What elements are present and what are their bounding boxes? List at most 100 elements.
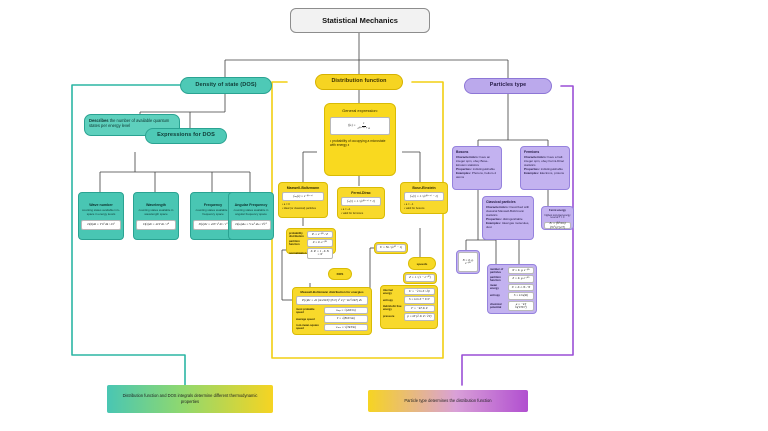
distribution-side-note-partition[interactable]: Z = 1 / (1 − e⁻ᵝᴱ) (403, 272, 437, 284)
formula-table: probability distribution Pᵢ = e⁻ᵝᴱⁱ / Z … (289, 231, 333, 259)
dos-card-angular-frequency[interactable]: Angular Frequency counting states availa… (228, 192, 274, 240)
particles-small-note[interactable]: N = Σᵢ gᵢ e⁻ᵝᴱⁱ (456, 250, 480, 274)
dos-card-formula: D(ω)dω = V ω² dω / π²c³ (231, 219, 271, 230)
properties-label: Properties: (524, 167, 540, 172)
fermi-energy-formula: Eₑ = (ℏ²/2m)(3π²n)^{2/3} (544, 222, 571, 230)
summary-banner-dos-distribution[interactable]: Distribution function and DOS integrals … (107, 385, 273, 413)
row-label: normalization (289, 251, 307, 255)
dos-card-formula: D(ν)dν = 4πV ν² dν / c³ (193, 219, 233, 230)
distribution-side-note-energy[interactable]: U = Nε / (eᵝᴱ − 1) (374, 242, 408, 254)
classical-particles-formula-table[interactable]: number of particles N = Σᵢ gᵢ e⁻ᵝᴱⁱ part… (487, 264, 537, 314)
particle-kind-body: Characteristics: Described with classica… (486, 205, 530, 229)
partition-function-table[interactable]: probability distribution Pᵢ = e⁻ᵝᴱⁱ / Z … (286, 228, 336, 259)
row-label: most probable speed (296, 307, 315, 314)
distribution-type-maxwell-boltzmann[interactable]: Maxwell-Boltzmann fₘᵦ(ε) = e⁻ᵝ⁽ᵉ⁻ᵘ⁾ • a … (278, 182, 328, 218)
note: valid for bosons (405, 206, 425, 210)
row-formula: N = Σᵢ gᵢ e⁻ᵝᴱⁱ (507, 267, 534, 275)
dos-card-desc: counting states available in k-space in … (82, 208, 120, 217)
properties-label: Properties: (456, 167, 472, 172)
lozenge-dos[interactable]: DOS (328, 268, 352, 280)
row-label: partition function (490, 275, 501, 283)
table-row: mean energy U = Σᵢ εᵢ Nᵢ / N (490, 283, 534, 292)
distribution-general-expression[interactable]: General expression: f(εᵢ) = 1 eᵝ⁽ᵉ⁻ᵘ⁾ + … (324, 103, 396, 176)
particle-kind-title: Classical particles (486, 200, 516, 204)
particle-kind-fermions[interactable]: Fermions Characteristics: have a half-in… (520, 146, 570, 190)
table-row: average speed v̄ = √(8kT/πm) (296, 315, 368, 323)
dos-card-title: Wave number (89, 203, 113, 208)
table-row: partition function Z = Σᵢ e⁻ᵝᴱⁱ (289, 239, 333, 247)
table-row: pressure p = kT (∂ ln Z / ∂V) (383, 313, 435, 321)
row-formula: Z = Σᵢ e⁻ᵝᴱⁱ (306, 239, 333, 247)
row-label: entropy (383, 298, 393, 302)
row-label: root-mean-square speed (296, 324, 319, 331)
particle-kind-classical[interactable]: Classical particles Characteristics: Des… (482, 196, 534, 240)
row-label: chemical potential (490, 302, 502, 309)
characteristics-label: Characteristics: (486, 205, 509, 210)
fermi-energy-desc: highest occupied energy level at T = 0 (544, 213, 571, 220)
distribution-type-formula: fₑₒ(ε) = 1 / (eᵝ⁽ᵉ⁻ᵘ⁾ + 1) (341, 197, 381, 206)
distribution-type-bose-einstein[interactable]: Bose-Einstein fₒₑ(ε) = 1 / (eᵝ⁽ᵉ⁻ᵘ⁾ − 1)… (400, 182, 448, 214)
row-formula: U = Σᵢ εᵢ Nᵢ / N (507, 283, 534, 292)
examples-label: Examples: (486, 220, 502, 225)
table-row: entropy S = k ln(Ω) (490, 292, 534, 300)
distribution-type-formula: fₘᵦ(ε) = e⁻ᵝ⁽ᵉ⁻ᵘ⁾ (282, 192, 324, 201)
formula-table: most probable speed vₘₚ = √(2kT/m) avera… (296, 307, 368, 332)
dos-card-wave-number[interactable]: Wave number counting states available in… (78, 192, 124, 240)
formula-table: number of particles N = Σᵢ gᵢ e⁻ᵝᴱⁱ part… (490, 267, 534, 312)
properties-value: indistinguishable (472, 167, 495, 172)
branch-node-particles-type[interactable]: Particles type (464, 78, 552, 94)
row-formula: v̄ = √(8kT/πm) (323, 315, 368, 323)
properties-value: indistinguishable (540, 167, 563, 172)
general-expression-formula: f(εᵢ) = 1 eᵝ⁽ᵉ⁻ᵘ⁾ + a (330, 117, 390, 135)
note: a = +1 (342, 208, 351, 211)
distribution-type-fermi-dirac[interactable]: Fermi-Dirac fₑₒ(ε) = 1 / (eᵝ⁽ᵉ⁻ᵘ⁾ + 1) •… (337, 187, 385, 219)
branch-node-density-of-state[interactable]: Density of state (DOS) (180, 77, 272, 94)
dos-card-title: Angular Frequency (234, 203, 268, 208)
distribution-type-notes: • a = 0 • ideal (or classical) particles (282, 203, 316, 210)
dos-expressions-node[interactable]: Expressions for DOS (145, 128, 227, 144)
particle-kind-body: Characteristics: have an integer spin, o… (456, 155, 498, 179)
dos-card-title: Wavelength (145, 203, 167, 208)
examples-value: Ideal gas molecules, dust (486, 220, 530, 229)
characteristics-value: have a half-integer spin, obey Fermi-Dir… (524, 155, 565, 168)
row-label: probability distribution (289, 231, 304, 238)
row-formula: p = kT (∂ ln Z / ∂V) (403, 313, 435, 321)
general-expression-bullet: • probability of occupying a microstate … (330, 139, 386, 148)
fermi-energy-note[interactable]: Fermi energy highest occupied energy lev… (541, 206, 574, 230)
mb-energies-title: Maxwell-Boltzmann distribution for energ… (300, 290, 364, 294)
distribution-type-title: Maxwell-Boltzmann (286, 186, 320, 190)
particle-kind-bosons[interactable]: Bosons Characteristics: have an integer … (452, 146, 502, 190)
note: ideal (or classical) particles (283, 206, 316, 210)
row-formula: U = −∂ ln Z / ∂β (403, 288, 435, 296)
root-node[interactable]: Statistical Mechanics (290, 8, 430, 33)
characteristics-label: Characteristics: (524, 155, 547, 160)
distribution-type-notes: • a = −1 • valid for bosons (404, 203, 425, 210)
particle-kind-body: Characteristics: have a half-integer spi… (524, 155, 566, 175)
note: valid for fermions (342, 211, 364, 215)
lozenge-speeds[interactable]: speeds (408, 257, 436, 270)
examples-value: Electrons, protons (539, 170, 565, 175)
table-row: probability distribution Pᵢ = e⁻ᵝᴱⁱ / Z (289, 231, 333, 239)
dos-card-title: Frequency (203, 203, 223, 208)
formula-denominator: eᵝ⁽ᵉ⁻ᵘ⁾ + a (357, 125, 370, 130)
branch-node-distribution-function[interactable]: Distribution function (315, 74, 403, 90)
examples-value: Photons, helium-4 atoms (456, 170, 497, 179)
thermodynamic-quantities-table[interactable]: internal energy U = −∂ ln Z / ∂β entropy… (380, 285, 438, 329)
dos-card-wavelength[interactable]: Wavelength counting states available in … (133, 192, 179, 240)
dos-card-formula: D(k)dk = V k² dk / 2π² (81, 219, 121, 230)
bullet-text: probability of occupying a microstate wi… (330, 139, 386, 148)
distribution-type-formula: fₒₑ(ε) = 1 / (eᵝ⁽ᵉ⁻ᵘ⁾ − 1) (404, 192, 444, 201)
distribution-type-title: Fermi-Dirac (351, 191, 371, 195)
summary-banner-particles-distribution[interactable]: Particle type determines the distributio… (368, 390, 528, 412)
row-label: partition function (289, 239, 300, 247)
row-formula: Pᵢ = e⁻ᵝᴱⁱ / Z (306, 231, 333, 239)
row-formula: μ = −kT ln(V/Nλ³) (507, 300, 534, 312)
maxwell-boltzmann-energies-box[interactable]: Maxwell-Boltzmann distribution for energ… (292, 287, 372, 335)
row-label: internal energy (383, 288, 393, 295)
distribution-type-notes: • a = +1 • valid for fermions (341, 208, 364, 215)
particle-kind-title: Bosons (456, 150, 469, 154)
row-label: entropy (490, 294, 500, 298)
row-label: Helmholtz free energy (383, 305, 402, 312)
row-label: average speed (296, 317, 315, 321)
